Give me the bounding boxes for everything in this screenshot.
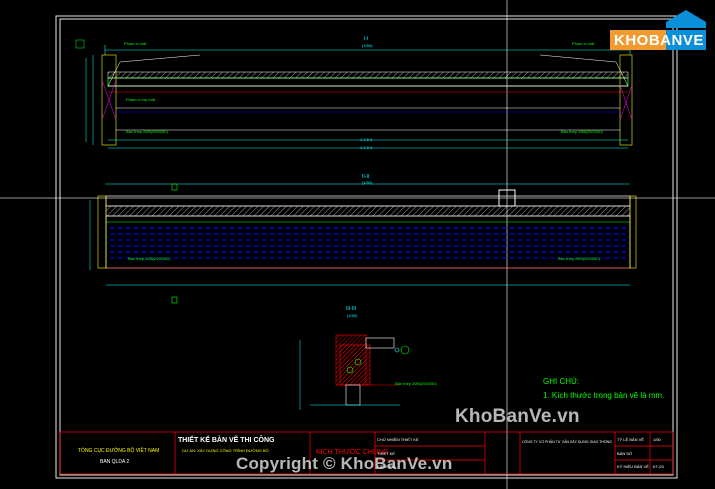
section-1-elevation: [75, 39, 633, 149]
title-field-3-value: KT-03: [653, 464, 664, 469]
notes-title: GHI CHÚ:: [543, 377, 579, 386]
callout-right-top: Phạm vi mặt: [572, 41, 595, 46]
callout-rebar-1: Bản thép 2Ø6(200/250): [126, 129, 168, 134]
callout-bottom-right: Bản thép 2Ø6(200/250): [558, 256, 600, 261]
section-2-elevation: [89, 183, 637, 304]
logo-text: KHOBANVE: [614, 32, 704, 49]
section-2-scale: (1/50): [362, 180, 373, 185]
title-org-sub: BAN QLDA 2: [100, 459, 130, 465]
title-field-1-value: 1/50: [653, 437, 661, 442]
title-role-1: CHỦ NHIỆM THIẾT KẾ: [377, 437, 419, 442]
title-role-3: KIỂM TRA: [377, 464, 396, 469]
section-1-label: I-I: [364, 36, 369, 42]
drawing-frame: [55, 15, 678, 479]
section-3-scale: (1/50): [347, 313, 358, 318]
callout-left-mid: Phạm vi lớp mặt: [126, 97, 156, 102]
watermark-copyright: Copyright © KhoBanVe.vn: [236, 454, 453, 473]
section-1-scale: (1/50): [362, 43, 373, 48]
title-field-1: TỶ LỆ BẢN VẼ: [617, 437, 644, 442]
logo-right-block: [666, 30, 706, 50]
title-org: TỔNG CỤC ĐƯỜNG BỘ VIỆT NAM: [78, 448, 160, 454]
title-stage: THIẾT KẾ BẢN VẼ THI CÔNG: [178, 437, 275, 444]
title-block-frame: [59, 431, 674, 475]
khobanve-logo: KHOBANVE: [608, 8, 708, 52]
title-project: DỰ ÁN: XÂY DỰNG CÔNG TRÌNH ĐƯỜNG BỘ: [182, 448, 269, 453]
dim-span: 1 4 9 0: [360, 145, 373, 150]
title-sheet: KÍCH THƯỚC CHUNG: [316, 449, 389, 456]
title-company: CÔNG TY CỔ PHẦN TƯ VẤN XÂY DỰNG GIAO THÔ…: [522, 440, 612, 444]
callout-detail: Bản thép 2Ø6(200/250): [395, 381, 437, 386]
title-field-2: BẢN SỐ: [617, 451, 633, 456]
notes-line-1: 1. Kích thước trong bản vẽ là mm.: [543, 391, 665, 400]
callout-rebar-2: Bản thép 2Ø6(200/250): [561, 129, 603, 134]
dim-total: 1 4 6 0: [360, 137, 373, 142]
callout-bottom-left: Bản thép 2Ø6(200/250): [128, 256, 170, 261]
callout-left-top: Phạm vi mặt: [124, 41, 147, 46]
title-role-2: THIẾT KẾ: [377, 451, 395, 456]
watermark-main: KhoBanVe.vn: [455, 406, 580, 427]
logo-left-block: [610, 30, 670, 50]
title-field-3: KÝ HIỆU BẢN VẼ: [617, 464, 649, 469]
logo-roof-base: [670, 22, 702, 28]
section-2-label: II-II: [362, 174, 370, 180]
section-3-label: III-III: [346, 306, 356, 312]
section-3-detail: [299, 334, 410, 410]
